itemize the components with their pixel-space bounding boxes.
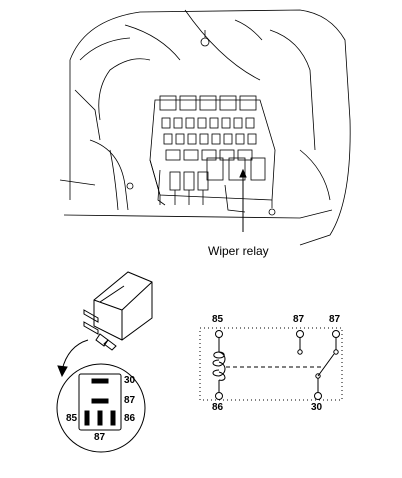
face-pin-87-right-label: 87: [124, 395, 136, 406]
face-pin-87-bottom-label: 87: [94, 432, 106, 443]
wiper-relay-leader: [239, 168, 247, 232]
schematic-pin-86-label: 86: [212, 402, 224, 413]
view-arrow: [57, 339, 89, 378]
face-pin-85-label: 85: [66, 413, 78, 424]
face-pin-30-label: 30: [124, 375, 136, 386]
schematic-pin-87-no-label: 87: [329, 314, 341, 325]
relay-body-drawing: [83, 271, 153, 351]
wiper-relay-label: Wiper relay: [208, 244, 269, 258]
face-pin-86-label: 86: [124, 413, 136, 424]
engine-bay-illustration: [59, 9, 351, 246]
schematic-pin-30-label: 30: [311, 402, 323, 413]
schematic-pin-85-label: 85: [212, 314, 224, 325]
relay-face-view: [56, 363, 146, 453]
schematic-pin-87-nc-label: 87: [293, 314, 305, 325]
relay-schematic: [199, 327, 343, 401]
